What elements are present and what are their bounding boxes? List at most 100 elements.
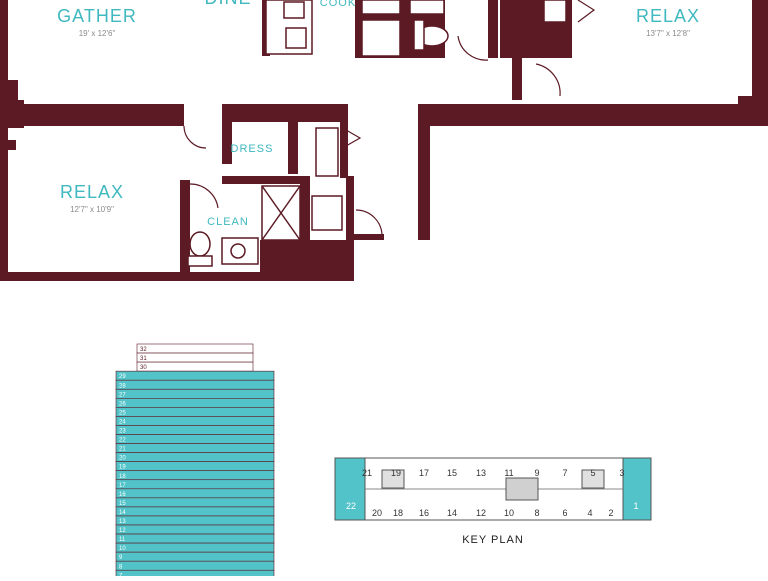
key-plan-core [505,477,539,501]
floor-number: 17 [119,483,126,489]
room-relax-left-dims: 12'7" x 10'9" [70,205,114,214]
floor-number: 28 [119,383,126,389]
interior-wall-gather-relax [8,104,184,126]
toilet-tank [413,19,425,51]
unit-number: 5 [590,468,595,478]
unit-number: 1 [633,501,638,511]
room-dine-name: DINE [204,0,251,8]
door-swings [183,0,596,237]
unit-number: 3 [619,468,624,478]
door-swing [457,35,489,61]
unit-number: 2 [608,508,613,518]
closet-shelf [543,0,567,23]
pilaster [738,96,758,110]
wall-core-right [346,176,354,280]
floor-number: 19 [119,465,126,471]
key-plan-unit-22 [334,457,366,521]
floor-number: 21 [119,447,126,453]
toilet-tank [187,255,213,267]
door-swing [577,0,596,23]
floor-row-26 [115,397,275,408]
unit-number: 16 [419,508,429,518]
wall-core-mid [300,176,310,246]
floor-number: 22 [119,438,126,444]
floor-number: 11 [119,537,126,543]
floor-row-21 [115,443,275,453]
unit-number: 15 [447,468,457,478]
unit-number: 4 [587,508,592,518]
unit-number: 13 [476,468,486,478]
floor-number: 32 [140,347,147,353]
pilaster [8,80,18,102]
floor-row-27 [115,388,275,399]
floor-number: 23 [119,429,126,435]
unit-number: 17 [419,468,429,478]
floor-row-30 [136,361,254,372]
floor-row-20 [115,452,275,462]
unit-number: 11 [504,468,513,478]
floor-row-31 [136,352,254,363]
room-clean-name: CLEAN [207,216,249,228]
unit-number: 7 [562,468,567,478]
toilet-icon [189,231,211,257]
unit-number: 10 [504,508,514,518]
exterior-wall-left [0,0,8,280]
exterior-wall-bottom [0,272,354,281]
floor-row-14 [115,506,275,517]
floor-row-9 [115,551,275,562]
washer-dryer-icon [311,195,343,231]
room-relax-right-name: RELAX [636,6,700,26]
unit-number: 14 [447,508,457,518]
door-swing [183,125,207,149]
room-labels: GATHER 19' x 12'6" DINE COOK RELAX 13'7"… [57,0,700,228]
room-relax-right-dims: 13'7" x 12'8" [646,29,690,38]
unit-number: 6 [562,508,567,518]
floor-row-19 [115,461,275,471]
wall-clean-top [222,176,302,184]
floor-number: 25 [119,410,126,416]
unit-number: 18 [393,508,403,518]
unit-number: 8 [534,508,539,518]
unit-number: 19 [391,468,401,478]
wall-corridor-bottom [354,234,384,240]
key-plan-stair [381,469,405,489]
wall-corridor-right [418,104,430,240]
wall-core-bottom [260,240,350,280]
floor-row-22 [115,434,275,444]
wall-clean-left [180,180,190,274]
vanity [361,0,401,15]
stacking-plan: 3231302928272625242322212019181716151413… [115,343,275,580]
floor-number: 26 [119,401,126,407]
floor-number: 10 [119,546,126,552]
key-plan-stair [581,469,605,489]
floor-row-13 [115,515,275,526]
floor-row-32 [136,343,254,354]
floor-row-25 [115,407,275,417]
unit-number: 22 [346,501,356,511]
cooktop-icon [285,27,307,49]
door-swing [189,183,219,209]
room-cook-name: COOK [320,0,356,9]
floor-row-28 [115,379,275,390]
floor-row-7 [115,569,275,580]
room-gather-dims: 19' x 12'6" [79,29,116,38]
unit-number: 12 [476,508,486,518]
fixtures [187,0,567,267]
floor-number: 9 [119,555,123,561]
floor-number: 27 [119,392,126,398]
floor-number: 15 [119,501,126,507]
sink-basin-icon [230,243,246,259]
wall-dress-left [222,104,232,164]
floor-number: 14 [119,510,126,516]
floor-row-10 [115,542,275,553]
floor-row-15 [115,497,275,508]
floor-row-24 [115,416,275,426]
wall-closet-right [340,118,348,178]
shower-diagonal [261,185,301,241]
pilaster [8,140,16,150]
exterior-wall-right [752,0,768,110]
room-relax-left-name: RELAX [60,182,124,202]
